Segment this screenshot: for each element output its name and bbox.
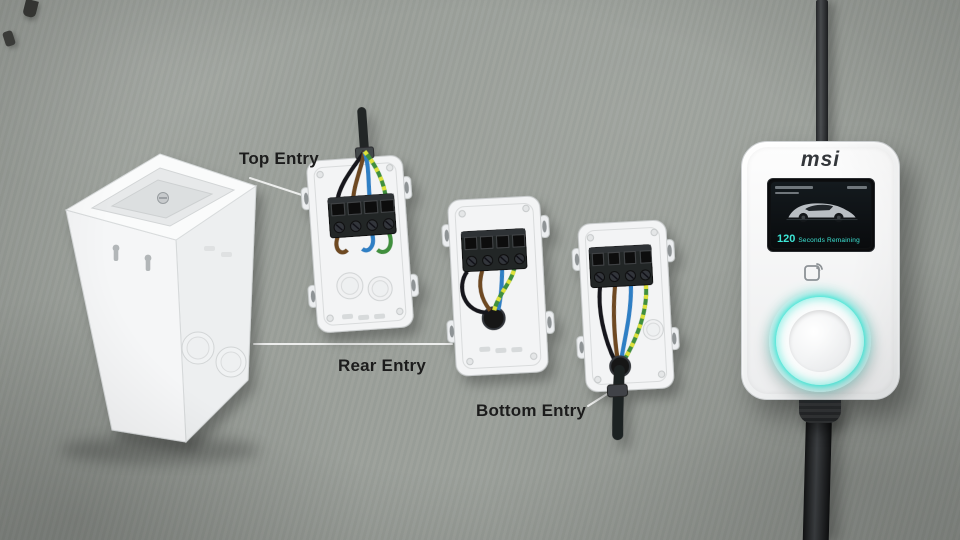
backplate [306, 155, 414, 333]
corner-bosses [586, 228, 666, 384]
countdown-value: 120 [777, 233, 796, 245]
tab-slot [547, 316, 552, 329]
keyhole-slots [112, 244, 152, 271]
wire-brown [478, 270, 492, 312]
charger-cable-bottom [802, 415, 832, 540]
terminal-block [588, 244, 654, 289]
wire-black [597, 287, 617, 362]
nfc-icon [804, 263, 823, 281]
tab-slot [667, 244, 672, 257]
knockout-circles [181, 331, 247, 378]
leader-lines [249, 177, 608, 407]
tab-slot [310, 290, 316, 303]
charging-ring-glow [776, 297, 864, 385]
tab-slot [579, 341, 584, 354]
wire-green [376, 233, 393, 255]
tab-slot [404, 181, 409, 194]
wiring-panel-top-entry [300, 107, 420, 333]
tab-slot [303, 192, 309, 205]
supply-cable-bottom [612, 364, 625, 441]
tab-slot [444, 229, 450, 242]
tab-slot [542, 220, 547, 233]
vent-slot [221, 252, 232, 257]
wire-green-yellow-stripe [492, 268, 517, 311]
backplate-inner-line [584, 227, 668, 385]
charger-cable-top [816, 0, 828, 148]
wire-brown [334, 236, 349, 255]
knockout-circles [336, 272, 393, 302]
screen-status-text-bar [775, 186, 813, 189]
leader-line-bottom-entry [587, 393, 608, 407]
bottom-entry-label: Bottom Entry [476, 401, 587, 420]
charging-ring-center [789, 310, 851, 372]
screen-status-text-bar [775, 192, 799, 194]
tab-slot [672, 332, 677, 345]
screen-countdown: 120 Seconds Remaining [777, 233, 860, 245]
countdown-label: Seconds Remaining [798, 237, 860, 244]
tab-slot [449, 325, 455, 338]
corner-bosses [458, 204, 538, 366]
vent-slot [204, 246, 215, 251]
tab-slot [411, 279, 416, 292]
knockout-circle [646, 322, 661, 337]
vent-slots [342, 313, 386, 321]
wiring-panel-bottom-entry [571, 219, 680, 441]
mounting-box-front-face [65, 209, 187, 443]
top-entry-label: Top Entry [239, 149, 319, 168]
cable-gland-nut [606, 383, 629, 398]
mounting-box-shadow [60, 436, 260, 464]
terminal-block [327, 193, 397, 239]
supply-cable-top [357, 107, 370, 158]
wire-brown [611, 286, 620, 361]
backplate-inner-line [454, 203, 542, 369]
wire-blue [496, 269, 505, 311]
tab-slot [574, 253, 580, 266]
screen-car-graphic [786, 203, 858, 223]
wire-blue [360, 234, 376, 253]
vent-slots [479, 346, 523, 354]
charger-screen: 120 Seconds Remaining [771, 182, 871, 248]
charger-screen-bezel: 120 Seconds Remaining [767, 178, 875, 252]
ev-charger: msi 120 Seconds Remaining [741, 141, 900, 400]
msi-logo: msi [800, 148, 841, 171]
wires [460, 268, 517, 315]
mounting-box [64, 153, 258, 444]
wire-black [460, 270, 490, 315]
charging-ring [769, 290, 871, 392]
rear-cable-hole [481, 306, 506, 331]
rear-entry-label: Rear Entry [338, 356, 426, 375]
terminal-block [460, 228, 528, 273]
leader-line-top-entry [249, 177, 309, 198]
corner-bosses [316, 164, 404, 322]
screen-status-text-bar [847, 186, 867, 189]
wiring-panel-rear-entry [441, 195, 555, 377]
